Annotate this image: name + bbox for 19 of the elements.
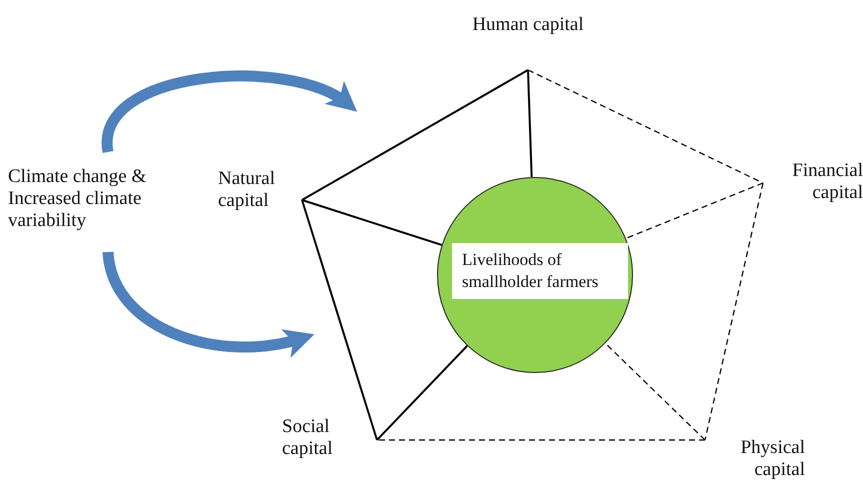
spoke-line (376, 345, 468, 441)
curved-arrow (102, 70, 358, 152)
spoke-line (302, 199, 442, 246)
node-label: Human capital (464, 14, 592, 70)
circle-label: Livelihoods of smallholder farmers (452, 243, 628, 299)
node-label: Physical capital (705, 437, 805, 484)
spoke-line (527, 70, 533, 178)
pentagon-edge (377, 439, 705, 441)
spoke-line (626, 182, 764, 239)
pentagon-edge (704, 182, 764, 440)
pentagon-edge (528, 69, 764, 184)
spoke-line (604, 342, 706, 440)
node-label: Climate change & Increased climate variability (8, 166, 178, 240)
pentagon-edge (301, 200, 378, 440)
node-label: Financial capital (763, 160, 863, 210)
node-label: Social capital (282, 416, 377, 464)
pentagon-edge (302, 69, 528, 201)
curved-arrow (102, 251, 315, 358)
node-label: Natural capital (218, 168, 302, 214)
